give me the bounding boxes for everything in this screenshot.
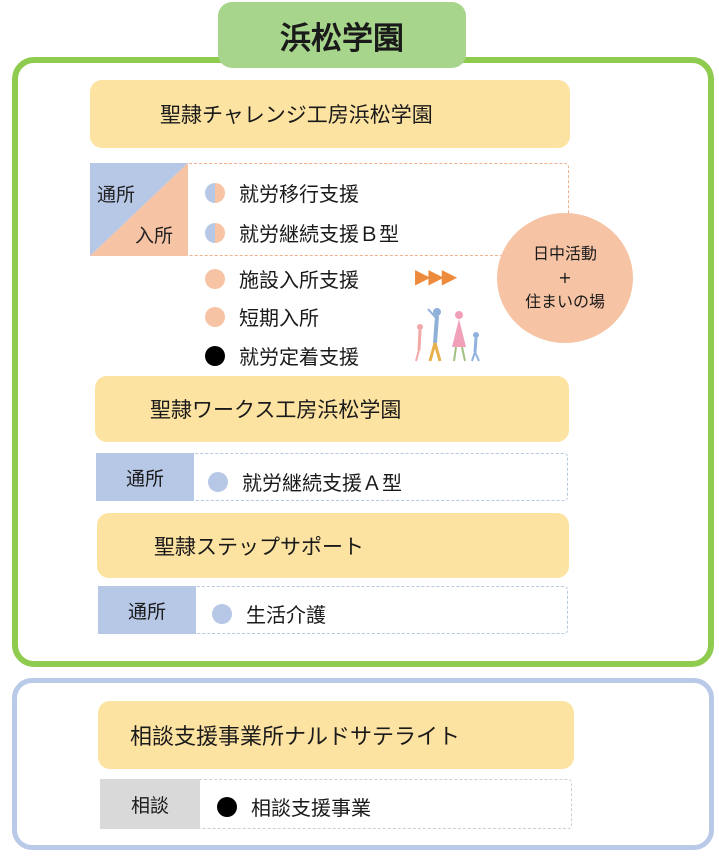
label-consultation: 相談	[100, 779, 200, 829]
blue-dot-icon	[212, 603, 232, 624]
residential-label-triangle	[90, 163, 188, 256]
facility-works: 聖隷ワークス工房浜松学園	[95, 376, 569, 442]
people-walking-icon	[415, 308, 480, 362]
service-item: 就労定着支援	[205, 341, 359, 370]
black-dot-icon	[217, 796, 237, 817]
facility-consultation: 相談支援事業所ナルドサテライト	[98, 701, 574, 769]
facility-step: 聖隷ステップサポート	[97, 513, 569, 578]
page-title: 浜松学園	[218, 2, 466, 68]
half-circle-icon	[205, 222, 225, 243]
service-item: 短期入所	[205, 302, 319, 331]
label-day: 通所	[97, 184, 136, 206]
label-day: 通所	[96, 453, 194, 501]
service-item: 就労移行支援	[205, 178, 359, 207]
consultation-frame	[12, 678, 714, 850]
peach-dot-icon	[205, 268, 225, 289]
black-dot-icon	[205, 345, 225, 366]
half-circle-icon	[205, 182, 225, 203]
service-item: 生活介護	[212, 599, 326, 628]
label-residential: 入所	[135, 225, 174, 247]
facility-challenge: 聖隷チャレンジ工房浜松学園	[90, 80, 570, 148]
day-residential-label	[90, 163, 188, 256]
peach-dot-icon	[205, 306, 225, 327]
service-item: 就労継続支援Ｂ型	[205, 218, 399, 247]
service-item: 相談支援事業	[217, 792, 371, 821]
blue-dot-icon	[208, 471, 228, 492]
day-activity-circle: 日中活動 + 住まいの場	[497, 213, 633, 343]
service-item: 施設入所支援	[205, 264, 359, 293]
label-day: 通所	[98, 586, 196, 634]
play-arrows-icon: ▶▶▶	[415, 264, 457, 288]
service-item: 就労継続支援Ａ型	[208, 467, 402, 496]
